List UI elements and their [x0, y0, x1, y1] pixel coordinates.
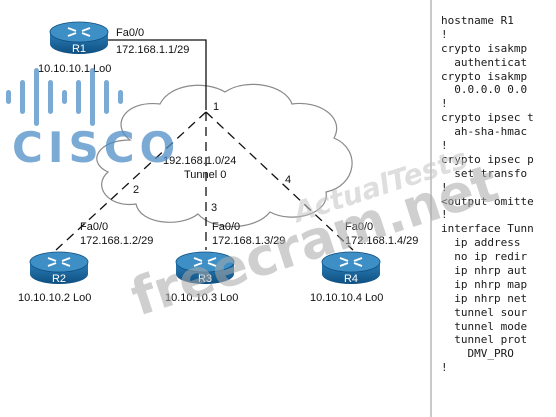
r4-loopback: 10.10.10.4 Lo0 [310, 292, 383, 304]
r3-interface: Fa0/0 [212, 221, 240, 233]
config-line: DMV_PRO [441, 347, 514, 361]
r4-ip: 172.168.1.4/29 [345, 235, 418, 247]
panel-divider [430, 0, 432, 417]
router-r4-icon: R4 [321, 251, 381, 285]
config-line: crypto isakmp [441, 41, 528, 55]
r2-interface: Fa0/0 [80, 221, 108, 233]
config-line: ! [441, 208, 448, 222]
cisco-logo-watermark: CISCO [6, 68, 180, 172]
tunnel-link-r4 [205, 111, 354, 251]
r3-loopback: 10.10.10.3 Lo0 [165, 292, 238, 304]
tunnel-network-label: 192.168.1.0/24 [163, 155, 236, 167]
r4-interface: Fa0/0 [345, 221, 373, 233]
config-line: tunnel sour [441, 305, 528, 319]
router-r1-name: R1 [72, 43, 86, 55]
r3-link-number: 3 [211, 202, 217, 214]
hub-link-number: 1 [213, 101, 219, 113]
r2-loopback: 10.10.10.2 Lo0 [18, 292, 91, 304]
network-diagram: 1 2 3 4 192.168.1.0/24 Tunnel 0 R1 Fa0/0… [6, 21, 418, 304]
config-line: authenticat [441, 55, 528, 69]
config-line: ! [441, 180, 448, 194]
r3-ip: 172.168.1.3/29 [212, 235, 285, 247]
router-r1-icon: R1 [49, 21, 109, 55]
config-line: ip nhrp aut [441, 264, 528, 278]
config-line: hostname R1 [441, 14, 514, 27]
config-line: ! [441, 361, 448, 375]
tunnel-name-label: Tunnel 0 [184, 169, 226, 181]
r1-loopback: 10.10.10.1 Lo0 [38, 63, 111, 75]
router-r2-name: R2 [52, 273, 66, 285]
router-r3-name: R3 [198, 273, 212, 285]
r2-link-number: 2 [133, 184, 139, 196]
router-r4-name: R4 [344, 273, 358, 285]
config-line: ip address [441, 236, 521, 250]
config-line: ! [441, 139, 448, 153]
config-line: ip nhrp net [441, 291, 528, 305]
config-line: ah-sha-hmac [441, 125, 528, 139]
config-line: 0.0.0.0 0.0 [441, 83, 528, 97]
config-line: no ip redir [441, 250, 528, 264]
tunnel-link-r2 [55, 111, 207, 251]
config-line: crypto isakmp [441, 69, 528, 83]
config-line: tunnel prot [441, 333, 528, 347]
config-line: interface Tunn [441, 222, 534, 236]
config-line: tunnel mode [441, 319, 528, 333]
cisco-logo-text: CISCO [12, 123, 180, 172]
config-line: crypto ipsec t [441, 111, 534, 125]
config-line: ! [441, 27, 448, 41]
r4-link-number: 4 [285, 174, 291, 186]
config-line: set transfo [441, 166, 528, 180]
r1-ip: 172.168.1.1/29 [116, 44, 189, 56]
router-r2-icon: R2 [29, 251, 89, 285]
tunnel-cloud [96, 83, 353, 228]
r1-interface: Fa0/0 [116, 27, 144, 39]
hub-link [103, 39, 207, 110]
router-r3-icon: R3 [175, 251, 235, 285]
config-line: crypto ipsec p [441, 152, 534, 166]
config-line: <output omitte [441, 194, 534, 208]
config-line: ip nhrp map [441, 277, 528, 291]
r2-ip: 172.168.1.2/29 [80, 235, 153, 247]
config-line: ! [441, 97, 448, 111]
